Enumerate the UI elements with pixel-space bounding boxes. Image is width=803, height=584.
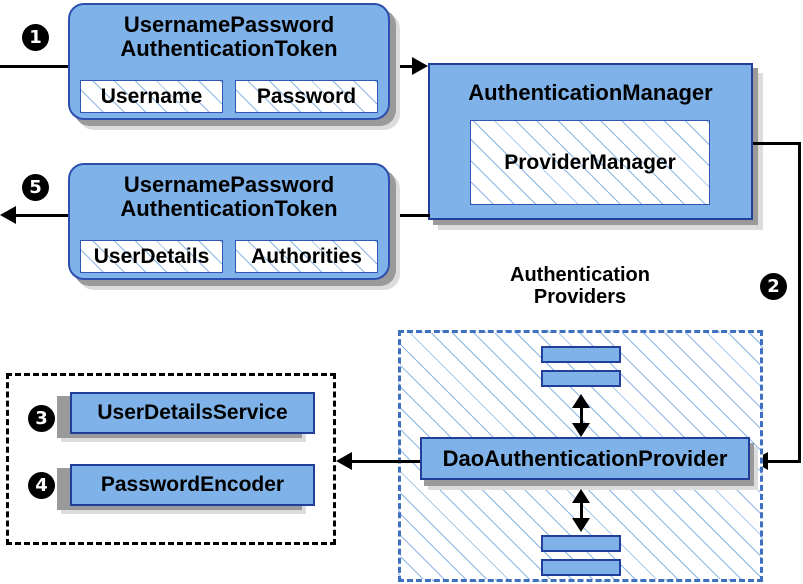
dao-authentication-provider-box[interactable]: DaoAuthenticationProvider [420,437,750,480]
response-line-from-manager [390,214,430,217]
badge-step-1: 1 [22,24,49,51]
password-encoder-box[interactable]: PasswordEncoder [70,464,315,506]
provider-route-line-bottom [768,460,801,463]
badge-step-3: 3 [28,405,55,432]
services-link-arrowhead [336,452,352,470]
provider-bar-bottom-1[interactable] [541,535,621,552]
request-line-to-manager [390,65,420,68]
request-token-box[interactable]: UsernamePassword AuthenticationToken [68,3,390,120]
response-token-userdetails-field[interactable]: UserDetails [80,240,223,273]
services-link-line [352,460,420,463]
authentication-manager-title: AuthenticationManager [468,80,713,105]
provider-bar-bottom-2[interactable] [541,559,621,576]
badge-step-2: 2 [760,273,787,300]
authentication-providers-heading: Authentication Providers [510,264,650,309]
request-line-inbound [0,65,68,68]
response-token-title: UsernamePassword AuthenticationToken [120,172,338,221]
provider-bar-top-2[interactable] [541,370,621,387]
badge-step-4: 4 [28,472,55,499]
provider-link-arrow-top-down [572,423,590,437]
provider-manager-box[interactable]: ProviderManager [470,120,710,205]
request-token-title: UsernamePassword AuthenticationToken [120,12,338,61]
provider-link-line-bottom [580,493,583,521]
services-container [6,373,336,545]
response-arrowhead [0,206,16,224]
user-details-service-box[interactable]: UserDetailsService [70,392,315,434]
provider-link-arrow-bottom-down [572,518,590,532]
badge-step-5: 5 [22,174,49,201]
request-token-password-field[interactable]: Password [235,80,378,113]
response-line-outbound [16,214,71,217]
request-arrowhead [412,57,428,75]
response-token-authorities-field[interactable]: Authorities [235,240,378,273]
provider-route-line-top [753,142,801,145]
provider-route-line-vertical [798,142,801,462]
provider-bar-top-1[interactable] [541,346,621,363]
request-token-username-field[interactable]: Username [80,80,223,113]
provider-link-line-top [580,398,583,426]
